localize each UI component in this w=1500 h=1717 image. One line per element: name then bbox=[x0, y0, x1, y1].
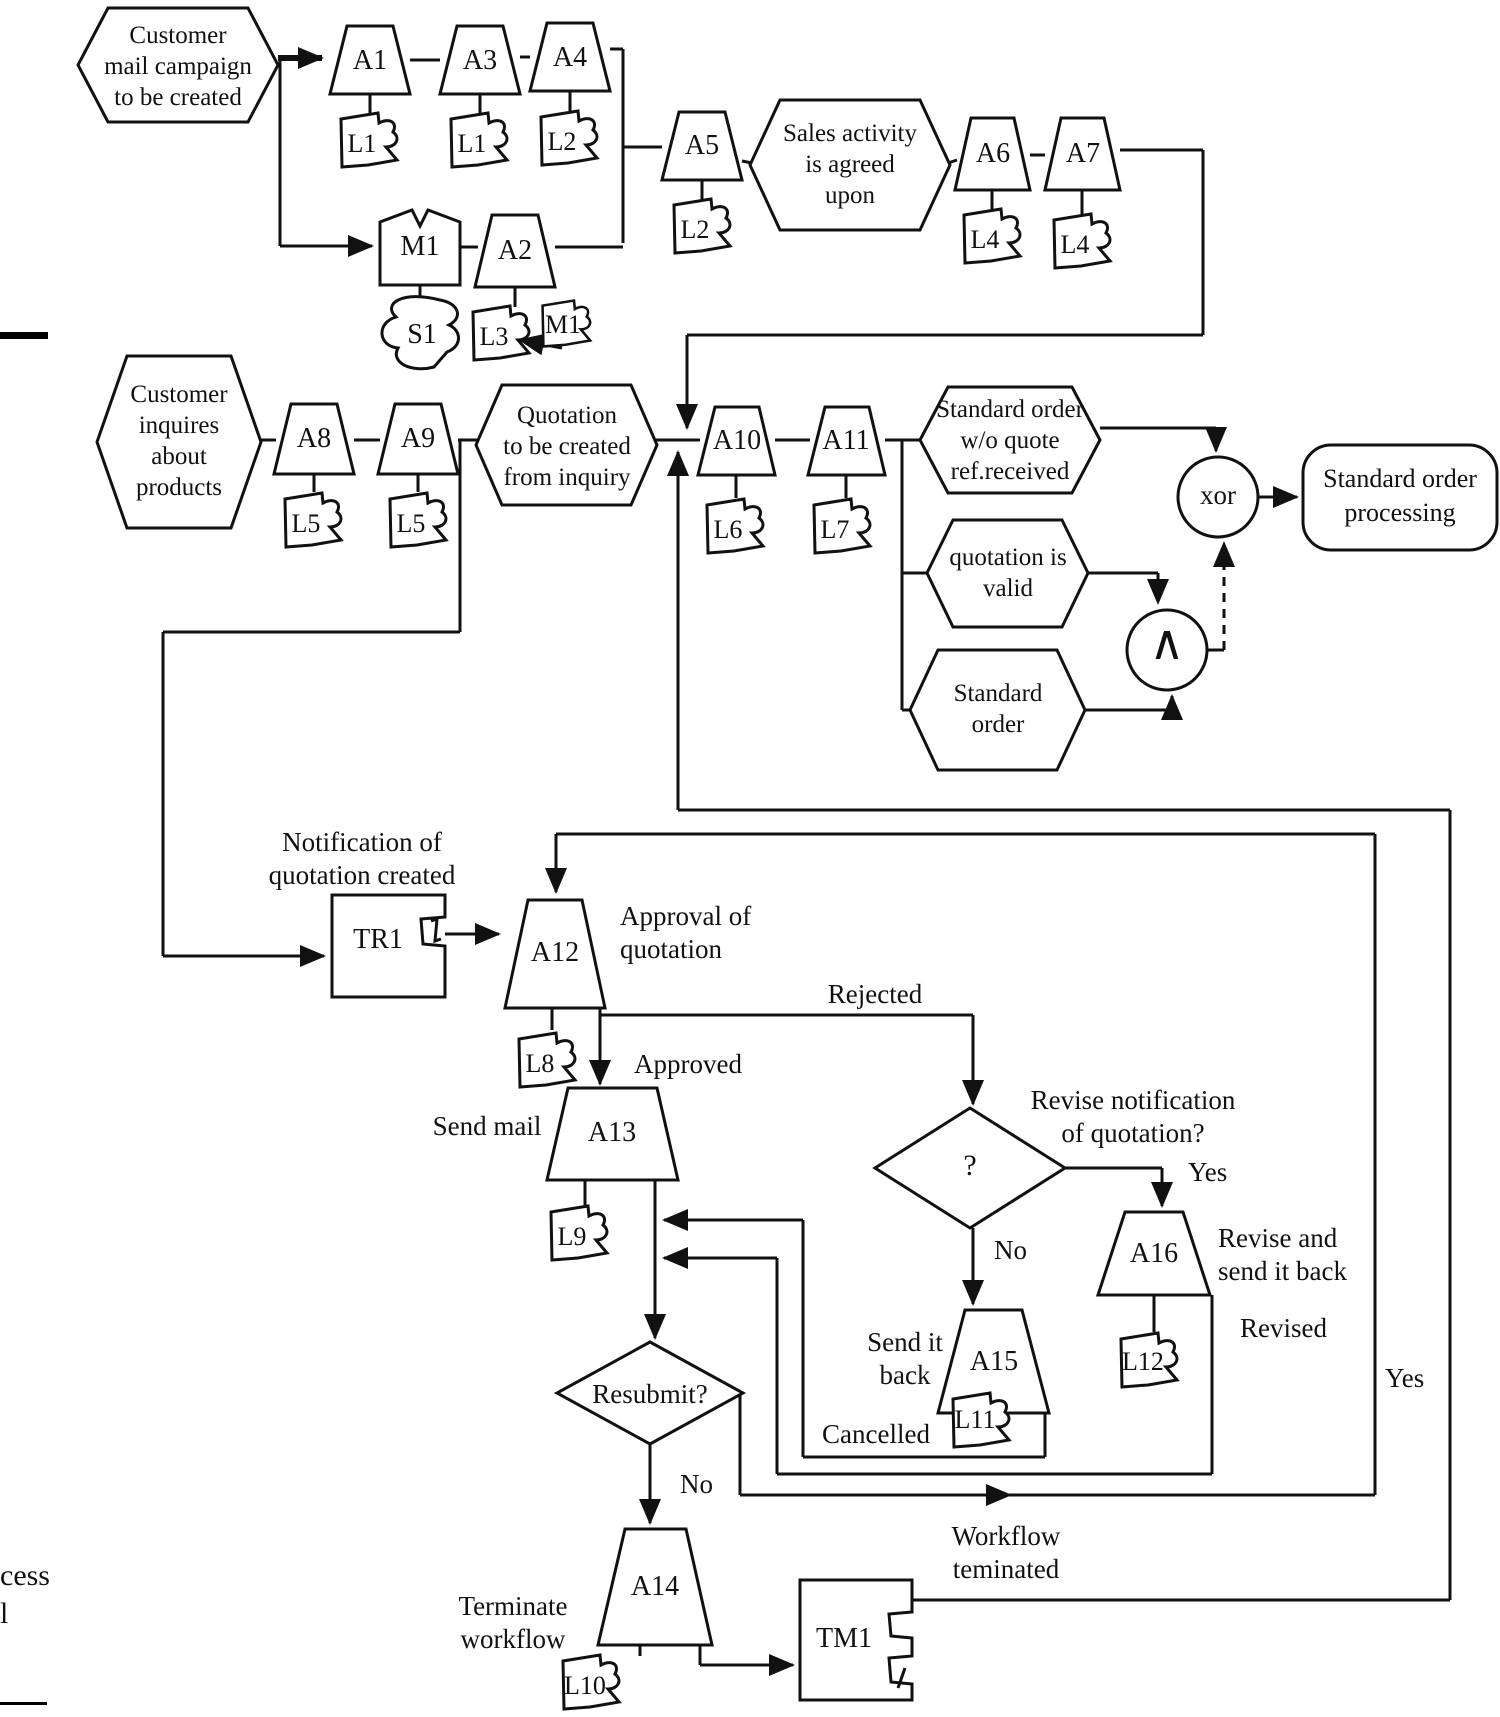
resource-tr1 bbox=[330, 893, 447, 999]
activity-a12 bbox=[503, 898, 607, 1010]
resource-tm1 bbox=[798, 1578, 914, 1702]
document-l4b bbox=[1052, 212, 1112, 270]
document-l6 bbox=[705, 497, 765, 555]
xor-operator bbox=[1176, 455, 1260, 539]
document-l2b bbox=[539, 109, 599, 167]
document-l10 bbox=[561, 1653, 621, 1711]
document-l3 bbox=[471, 304, 531, 362]
activity-a15 bbox=[936, 1308, 1051, 1415]
document-l5b bbox=[388, 491, 448, 549]
document-l8 bbox=[517, 1031, 577, 1089]
tr1-notch-tab bbox=[430, 916, 442, 944]
activity-a6 bbox=[953, 116, 1032, 192]
document-l2a bbox=[672, 197, 732, 255]
event-standard-order bbox=[908, 648, 1087, 772]
document-l11 bbox=[951, 1391, 1011, 1449]
document-l12 bbox=[1119, 1331, 1179, 1389]
document-l1a bbox=[339, 111, 399, 169]
event-customer-inquires bbox=[95, 354, 263, 530]
terminal-standard-order-processing bbox=[1301, 443, 1499, 552]
margin-rule-top bbox=[0, 332, 48, 339]
event-sales-activity bbox=[748, 98, 952, 232]
activity-a11 bbox=[806, 405, 887, 477]
event-quotation-valid bbox=[925, 518, 1090, 629]
activity-a16 bbox=[1095, 1210, 1213, 1297]
tm1-notch-tab bbox=[896, 1667, 907, 1689]
margin-rule-bottom bbox=[0, 1702, 47, 1705]
document-m1-doc bbox=[541, 299, 592, 348]
document-l5a bbox=[283, 491, 343, 549]
activity-a3 bbox=[438, 24, 522, 96]
event-mail-campaign bbox=[76, 6, 280, 124]
decision-question bbox=[872, 1106, 1068, 1230]
activity-a1 bbox=[328, 24, 412, 96]
activity-a14 bbox=[596, 1527, 714, 1647]
activity-a2 bbox=[473, 213, 557, 289]
document-l7 bbox=[812, 497, 872, 555]
document-l9 bbox=[549, 1204, 609, 1262]
activity-a4 bbox=[528, 21, 612, 93]
activity-a5 bbox=[660, 110, 744, 182]
activity-a13 bbox=[545, 1086, 680, 1182]
activity-a10 bbox=[696, 405, 777, 477]
event-standard-wo-quote bbox=[918, 385, 1102, 495]
decision-resubmit bbox=[553, 1340, 747, 1446]
resource-s1 bbox=[380, 295, 460, 371]
document-l4a bbox=[962, 207, 1022, 265]
event-quotation-inquiry bbox=[474, 383, 659, 507]
resource-m1-box bbox=[378, 208, 462, 287]
activity-a8 bbox=[272, 402, 356, 476]
activity-a7 bbox=[1043, 116, 1122, 192]
and-operator bbox=[1125, 608, 1209, 692]
document-l1b bbox=[449, 111, 509, 169]
activity-a9 bbox=[376, 402, 460, 476]
